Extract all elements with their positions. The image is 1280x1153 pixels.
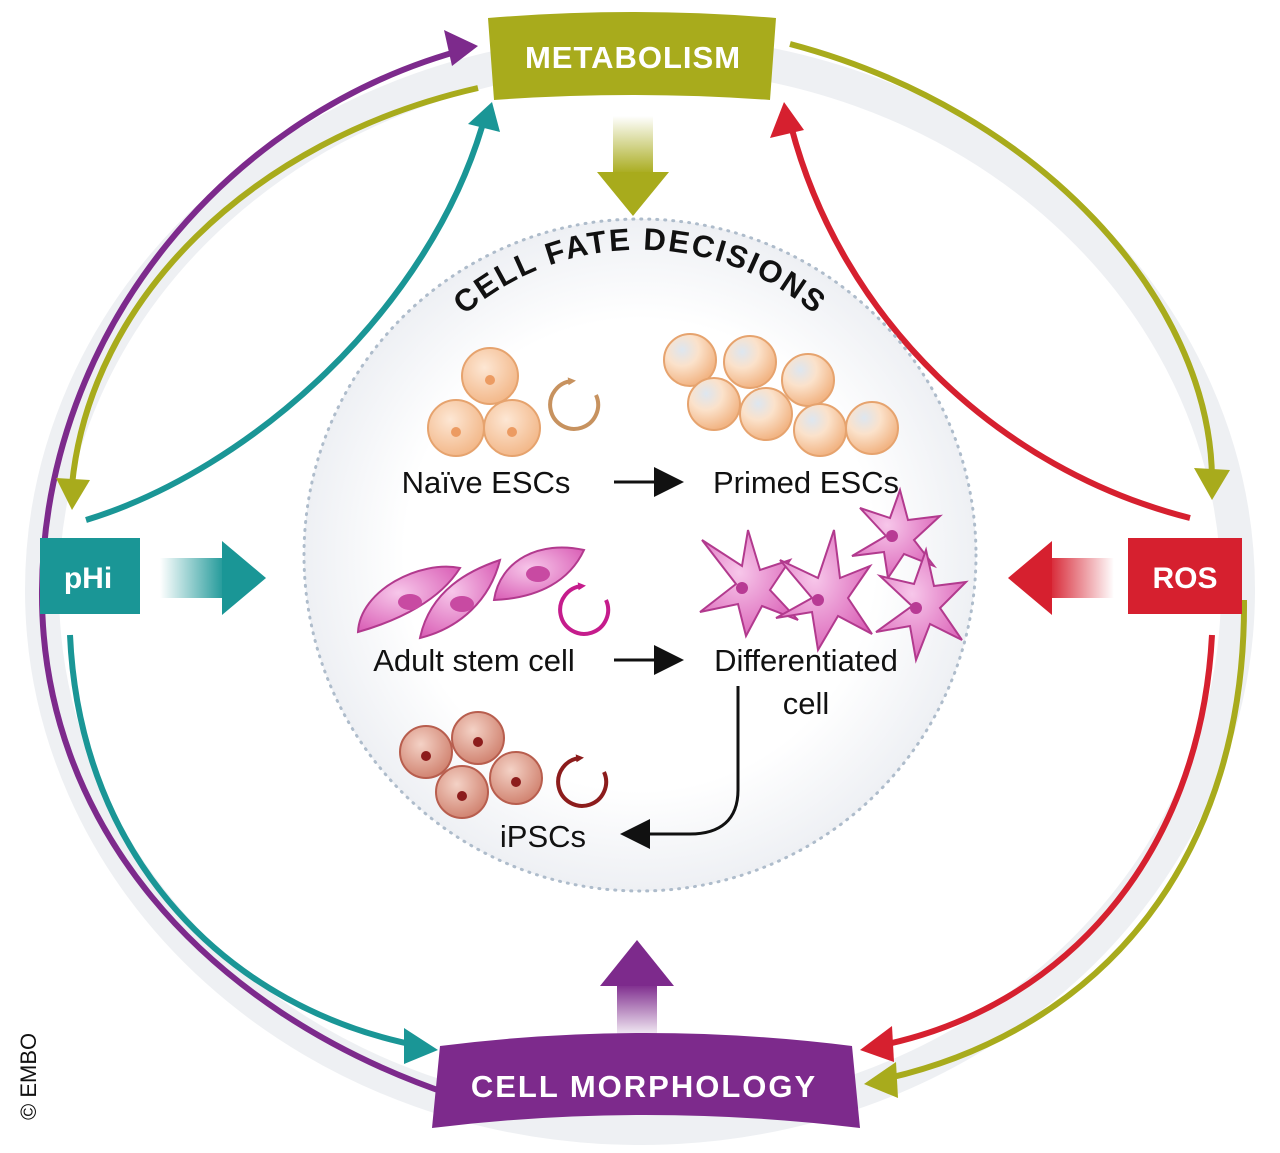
svg-text:METABOLISM: METABOLISM xyxy=(525,40,741,75)
svg-text:pHi: pHi xyxy=(64,562,112,595)
arrow-ros-to-metabolism xyxy=(787,121,1191,521)
ipsc-cells xyxy=(399,711,543,819)
arrow-ph-to-morphology xyxy=(67,634,421,1049)
svg-text:CELL MORPHOLOGY: CELL MORPHOLOGY xyxy=(471,1069,817,1104)
self-renew-icon-naive xyxy=(548,377,601,431)
metabolism-node: METABOLISM xyxy=(488,12,776,100)
svg-text:ROS: ROS xyxy=(1152,562,1217,595)
arrow-metabolism-to-morphology-outer xyxy=(879,599,1248,1083)
ph-node: pHi xyxy=(40,538,140,614)
cell-fate-circle xyxy=(302,217,978,893)
morphology-node: CELL MORPHOLOGY xyxy=(432,1033,860,1128)
label-adult-stem-cell: Adult stem cell xyxy=(373,643,575,678)
arrow-ros-to-morphology xyxy=(877,634,1215,1049)
arrow-down-metabolism xyxy=(597,116,669,216)
ros-node: ROS xyxy=(1128,538,1242,614)
naive-esc-cells xyxy=(427,347,541,457)
label-differentiated-cell: cell xyxy=(783,686,830,721)
copyright: © EMBO xyxy=(16,1033,41,1120)
arrow-ph-to-metabolism xyxy=(85,119,487,523)
label-naive-escs: Naïve ESCs xyxy=(402,465,571,500)
label-ipscs: iPSCs xyxy=(500,819,586,854)
arrow-up-morphology xyxy=(600,940,674,1040)
self-renew-icon-ipsc xyxy=(556,754,609,808)
self-renew-icon-adult xyxy=(558,582,611,636)
label-differentiated: Differentiated xyxy=(714,643,898,678)
primed-esc-cells xyxy=(663,333,899,457)
arrow-differentiated-to-ipsc xyxy=(620,686,740,849)
arrow-metabolism-to-ph xyxy=(69,85,479,486)
label-primed-escs: Primed ESCs xyxy=(713,465,899,500)
adult-stem-cells xyxy=(356,546,586,640)
arrow-metabolism-to-ros xyxy=(789,41,1215,479)
arrow-right-ph xyxy=(160,541,266,615)
arrow-left-ros xyxy=(1008,541,1114,615)
